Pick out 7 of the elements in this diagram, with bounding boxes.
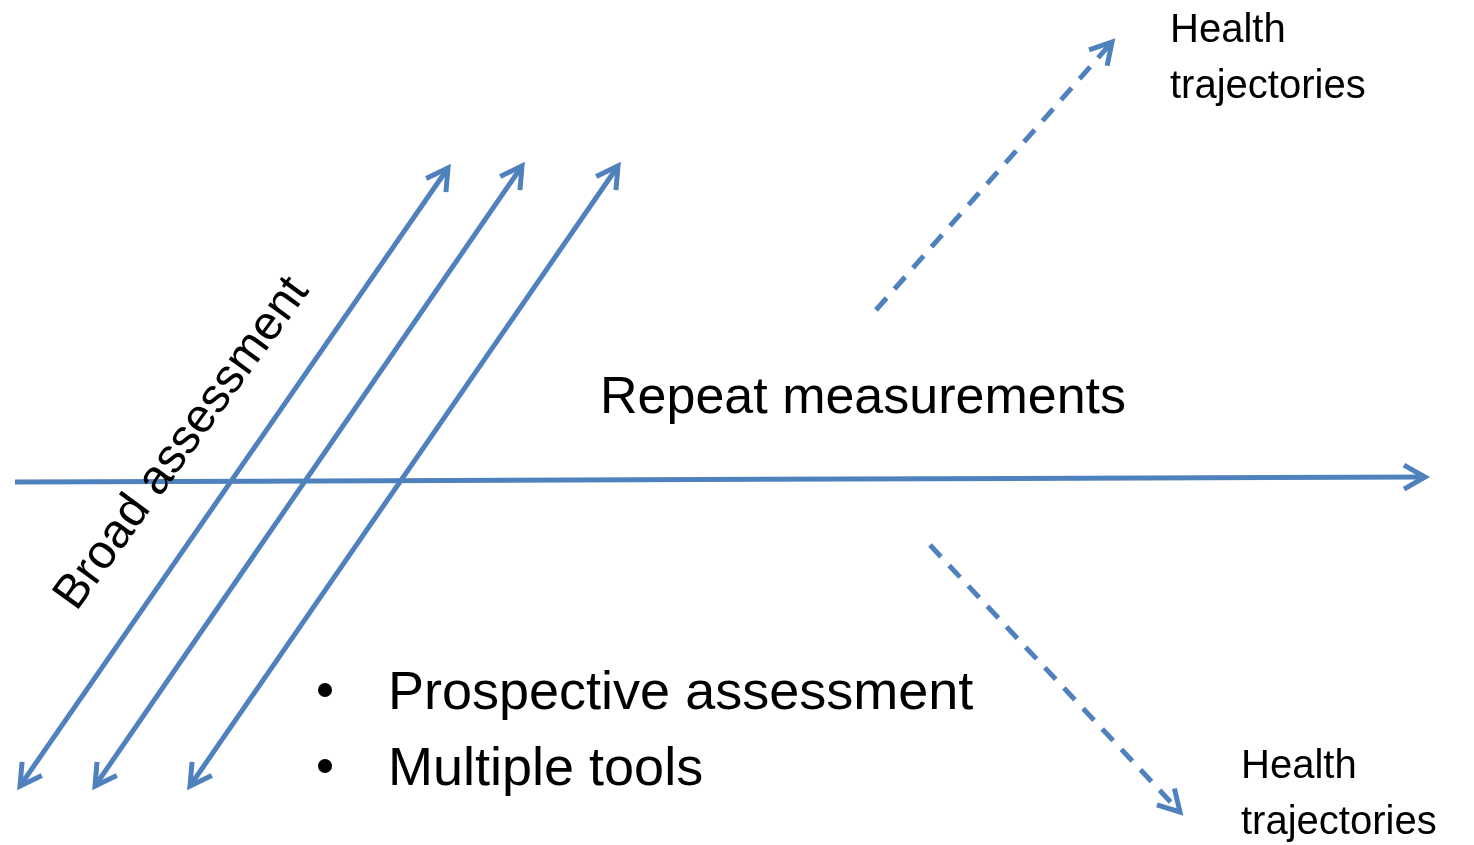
outcome-text: Health trajectories <box>1241 741 1438 844</box>
outcome-text: Health trajectories <box>1170 5 1367 108</box>
dashed-arrow <box>874 39 1115 312</box>
dashed-arrow <box>928 543 1183 815</box>
bullet-text: Prospective assessment <box>388 659 974 722</box>
bullet-text: Multiple tools <box>388 735 704 798</box>
axis-label: Repeat measurements <box>600 365 1127 426</box>
